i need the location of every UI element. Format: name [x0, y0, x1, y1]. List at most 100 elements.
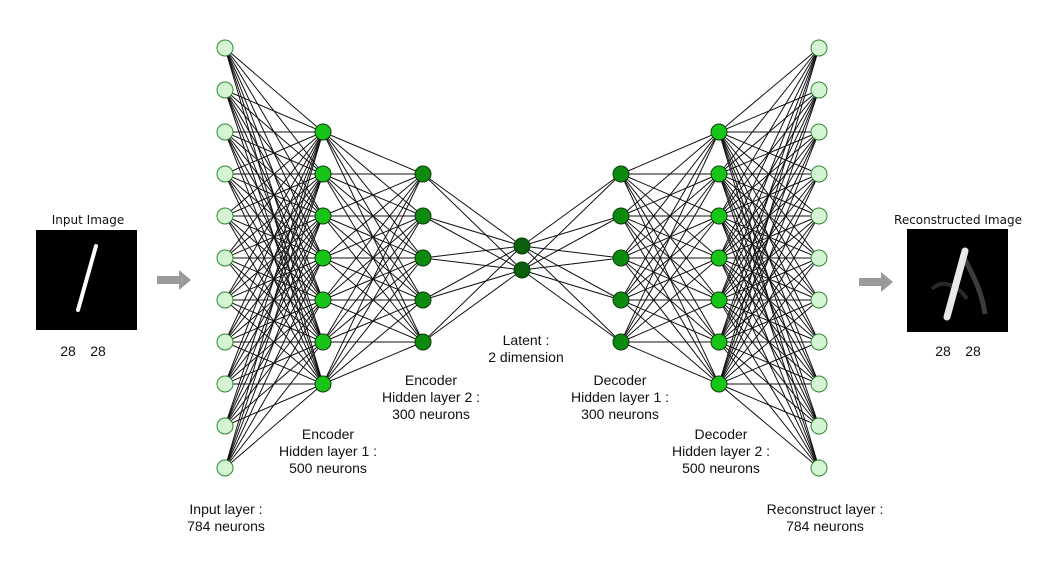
connection-line: [718, 383, 820, 469]
dec1-neuron: [612, 249, 630, 267]
input-neuron: [216, 207, 234, 225]
input-image-digit-stroke: [76, 244, 98, 312]
input-layer-label: Input layer : 784 neurons: [187, 501, 265, 534]
connections: [224, 47, 820, 469]
output-image-title: Reconstructed Image: [894, 213, 1022, 227]
connection-line: [422, 269, 523, 301]
connection-line: [620, 131, 720, 175]
connection-line: [422, 257, 523, 271]
input-neuron: [216, 291, 234, 309]
output-neuron: [810, 375, 828, 393]
connection-line: [322, 173, 424, 217]
decoder-hidden-1-label: Decoder Hidden layer 1 : 300 neurons: [570, 372, 670, 422]
dec2-neuron: [710, 123, 728, 141]
connection-line: [224, 257, 324, 469]
connection-line: [718, 299, 820, 385]
output-neuron: [810, 417, 828, 435]
connection-line: [718, 47, 820, 385]
output-neuron: [810, 459, 828, 477]
connection-line: [620, 173, 720, 343]
enc2-neuron: [414, 249, 432, 267]
encoder-hidden-2-label: Encoder Hidden layer 2 : 300 neurons: [381, 372, 481, 422]
connection-line: [620, 131, 720, 343]
dec1-neuron: [612, 291, 630, 309]
output-neuron: [810, 165, 828, 183]
input-neuron: [216, 39, 234, 57]
input-neuron: [216, 333, 234, 351]
connection-line: [224, 131, 324, 469]
output-neuron: [810, 39, 828, 57]
connection-line: [521, 257, 622, 271]
encoder-hidden-1-label: Encoder Hidden layer 1 : 500 neurons: [278, 426, 378, 476]
connection-line: [521, 173, 622, 271]
connection-line: [422, 215, 523, 271]
connection-line: [718, 47, 820, 301]
dec1-neuron: [612, 165, 630, 183]
connection-line: [718, 47, 820, 133]
input-neuron: [216, 375, 234, 393]
flow-arrows: [157, 270, 893, 292]
connection-line: [718, 47, 820, 217]
connection-line: [322, 173, 424, 343]
connection-line: [224, 215, 324, 469]
enc2-neuron: [414, 207, 432, 225]
latent-label: Latent : 2 dimension: [488, 332, 564, 365]
reconstruct-layer-label: Reconstruct layer : 784 neurons: [766, 501, 884, 534]
connection-line: [521, 245, 622, 259]
connection-line: [718, 47, 820, 175]
dec2-neuron: [710, 375, 728, 393]
latent-neuron: [513, 261, 531, 279]
latent-neuron: [513, 237, 531, 255]
enc1-neuron: [314, 249, 332, 267]
dec2-neuron: [710, 165, 728, 183]
connection-line: [422, 173, 523, 271]
input-neuron: [216, 249, 234, 267]
connection-line: [620, 131, 720, 217]
connection-line: [718, 47, 820, 343]
input-image-dim-h: 28: [60, 343, 76, 359]
dec1-neuron: [612, 333, 630, 351]
connection-line: [224, 299, 324, 469]
input-neuron: [216, 81, 234, 99]
connection-line: [422, 245, 523, 301]
output-neuron: [810, 207, 828, 225]
connection-line: [521, 245, 622, 343]
connection-line: [422, 245, 523, 259]
connection-line: [521, 215, 622, 247]
connection-line: [224, 131, 324, 427]
output-neuron: [810, 291, 828, 309]
connection-line: [322, 215, 424, 385]
connection-line: [718, 89, 820, 385]
input-neuron: [216, 459, 234, 477]
enc1-neuron: [314, 291, 332, 309]
connection-line: [620, 131, 720, 259]
connection-line: [521, 269, 622, 301]
connection-line: [224, 131, 324, 217]
connection-line: [718, 383, 820, 427]
enc1-neuron: [314, 375, 332, 393]
dec1-neuron: [612, 207, 630, 225]
connection-line: [224, 131, 324, 343]
connection-line: [718, 215, 820, 385]
connection-line: [718, 341, 820, 385]
connection-line: [224, 131, 324, 385]
reconstructed-image-digit-stroke: [943, 247, 969, 321]
output-image-dim-h: 28: [935, 343, 951, 359]
output-neuron: [810, 333, 828, 351]
input-neuron: [216, 123, 234, 141]
connection-line: [620, 215, 720, 343]
reconstructed-image-ghost-stroke: [930, 281, 969, 301]
input-neuron: [216, 165, 234, 183]
neurons: [216, 39, 828, 477]
connection-line: [620, 341, 720, 385]
dec2-neuron: [710, 249, 728, 267]
connection-line: [718, 131, 820, 385]
connection-line: [322, 131, 424, 175]
connection-line: [718, 47, 820, 259]
dec2-neuron: [710, 291, 728, 309]
dec2-neuron: [710, 207, 728, 225]
